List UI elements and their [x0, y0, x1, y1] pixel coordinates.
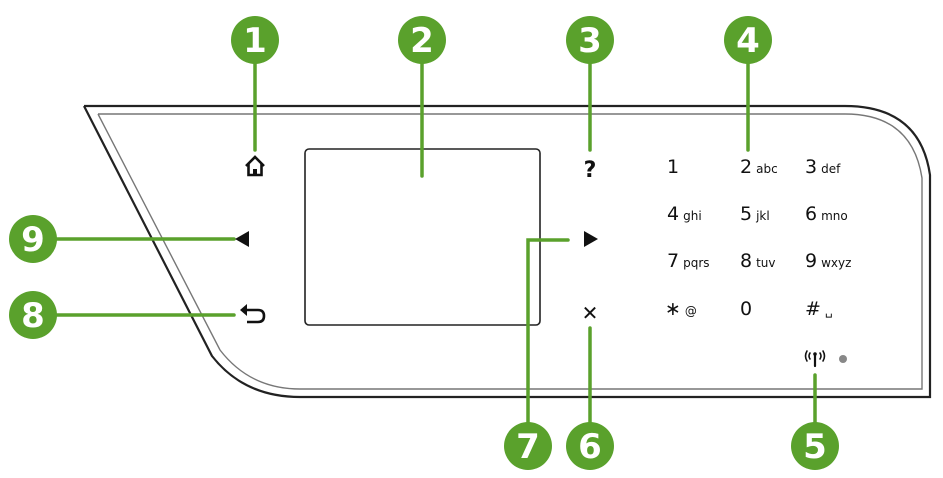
home-icon — [245, 155, 265, 177]
cancel-icon: ✕ — [582, 301, 599, 325]
callout-line-7 — [526, 238, 570, 432]
callout-3-label: 3 — [578, 21, 602, 61]
back-button[interactable] — [240, 304, 266, 324]
callout-6: 6 — [566, 422, 614, 470]
callout-9: 9 — [9, 215, 57, 263]
key-hash[interactable]: #␣ — [805, 298, 833, 320]
key-1[interactable]: 1 — [667, 156, 679, 178]
callout-6-label: 6 — [578, 427, 602, 467]
callout-8-label: 8 — [21, 296, 45, 336]
callout-1-label: 1 — [243, 21, 267, 61]
callout-5-label: 5 — [803, 427, 827, 467]
callout-4-label: 4 — [736, 21, 760, 61]
callout-1: 1 — [231, 16, 279, 64]
wireless-icon — [804, 350, 826, 368]
callout-5: 5 — [791, 422, 839, 470]
home-button[interactable] — [240, 152, 270, 180]
callout-lines — [53, 46, 817, 432]
callout-7-label: 7 — [516, 427, 540, 467]
callout-2: 2 — [398, 16, 446, 64]
callout-8: 8 — [9, 291, 57, 339]
callout-9-label: 9 — [21, 220, 45, 260]
help-icon: ? — [584, 158, 597, 183]
callout-3: 3 — [566, 16, 614, 64]
callouts: 1 2 3 4 5 6 7 8 — [9, 16, 839, 470]
callout-7: 7 — [504, 422, 552, 470]
callout-4: 4 — [724, 16, 772, 64]
cancel-button[interactable]: ✕ — [582, 301, 599, 325]
left-arrow-icon — [235, 231, 249, 247]
right-arrow-button[interactable] — [584, 231, 598, 247]
callout-2-label: 2 — [410, 21, 434, 61]
back-arrow-icon — [240, 304, 266, 324]
panel-outline — [83, 104, 932, 399]
key-0[interactable]: 0 — [740, 298, 752, 320]
wireless-indicator — [804, 350, 847, 368]
wireless-status-light — [839, 355, 847, 363]
right-arrow-icon — [584, 231, 598, 247]
left-arrow-button[interactable] — [235, 231, 249, 247]
key-star[interactable]: ∗@ — [665, 298, 697, 320]
help-button[interactable]: ? — [584, 158, 597, 183]
